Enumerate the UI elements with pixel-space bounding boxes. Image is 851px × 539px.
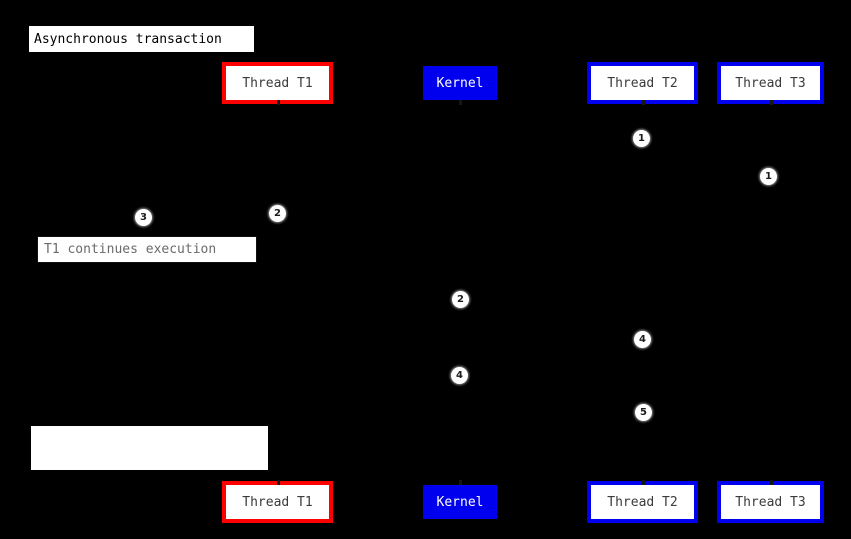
step-marker-2: 2 bbox=[452, 291, 469, 308]
step-marker-2: 2 bbox=[269, 205, 286, 222]
lifeline-stub-icon bbox=[276, 480, 280, 485]
lifeline-label: Thread T3 bbox=[735, 494, 806, 510]
lifeline-label: Thread T1 bbox=[242, 494, 313, 510]
lifeline-label: Thread T1 bbox=[242, 75, 313, 91]
step-marker-4: 4 bbox=[451, 367, 468, 384]
step-marker-5: 5 bbox=[635, 404, 652, 421]
lifeline-head-thread-t1[interactable]: Thread T1 bbox=[222, 480, 333, 523]
step-marker-1: 1 bbox=[760, 168, 777, 185]
lifeline-stub-icon bbox=[459, 480, 462, 485]
lifeline-head-thread-t2[interactable]: Thread T2 bbox=[587, 62, 698, 105]
lifeline-label: Thread T3 bbox=[735, 75, 806, 91]
lifeline-stub-icon bbox=[641, 100, 645, 105]
lifeline-head-thread-t3[interactable]: Thread T3 bbox=[717, 480, 824, 523]
lifeline-head-thread-t2[interactable]: Thread T2 bbox=[587, 480, 698, 523]
lifeline-stub-icon bbox=[276, 100, 280, 105]
lifeline-stub-icon bbox=[769, 100, 773, 105]
lifeline-label: Kernel bbox=[436, 75, 484, 91]
lifeline-label: Thread T2 bbox=[607, 494, 678, 510]
lifeline-head-thread-t1[interactable]: Thread T1 bbox=[222, 62, 333, 105]
lifeline-stub-icon bbox=[769, 480, 773, 485]
lifeline-stub-icon bbox=[641, 480, 645, 485]
step-marker-1: 1 bbox=[633, 130, 650, 147]
blank-note bbox=[31, 426, 268, 470]
lifeline-head-thread-t3[interactable]: Thread T3 bbox=[717, 62, 824, 105]
lifeline-label: Thread T2 bbox=[607, 75, 678, 91]
t1-continues-note: T1 continues execution bbox=[37, 236, 257, 263]
lifeline-stub-icon bbox=[459, 100, 462, 105]
lifeline-head-kernel[interactable]: Kernel bbox=[423, 480, 497, 519]
lifeline-head-kernel[interactable]: Kernel bbox=[423, 66, 497, 105]
lifeline-label: Kernel bbox=[436, 494, 484, 510]
step-marker-4: 4 bbox=[634, 331, 651, 348]
step-marker-3: 3 bbox=[135, 209, 152, 226]
diagram-title: Asynchronous transaction bbox=[28, 25, 255, 53]
